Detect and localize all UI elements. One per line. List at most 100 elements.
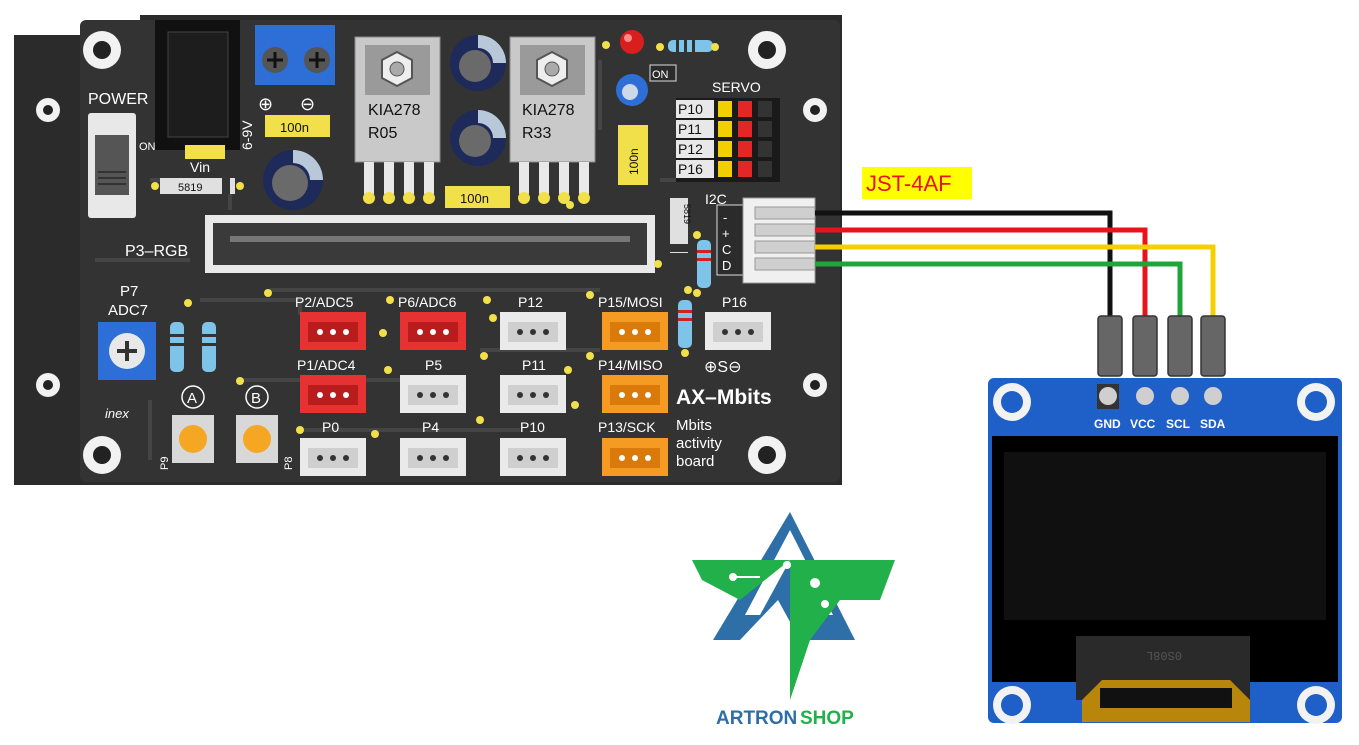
oled-pin-sda: SDA: [1200, 417, 1226, 431]
cap-100n-2: [445, 186, 510, 208]
port-p14: [602, 375, 668, 413]
svg-text:+: +: [722, 226, 730, 241]
board-brand-sub-2: activity: [676, 435, 722, 452]
cap-100n-1: [265, 115, 330, 137]
button-a-label: A: [187, 390, 197, 407]
svg-text:C: C: [722, 242, 731, 257]
regulator-r33: KIA278 R33: [509, 36, 596, 204]
svg-text:P11: P11: [678, 121, 702, 137]
port-p4: [400, 438, 466, 476]
regulator-r05: KIA278 R05: [354, 36, 441, 204]
port-p6-label: P6/ADC6: [398, 294, 457, 310]
power-led: [620, 30, 644, 54]
wire-gnd: [815, 210, 1113, 318]
switch-on-label: ON: [139, 141, 156, 153]
svg-text:100n: 100n: [280, 120, 309, 135]
svg-text:D: D: [722, 258, 731, 273]
servo-label: SERVO: [712, 79, 761, 95]
pot-adc-label: ADC7: [108, 302, 148, 319]
button-b-pin: P8: [283, 457, 295, 470]
resistor-led: [668, 40, 713, 52]
oled-pin-scl: SCL: [1166, 417, 1190, 431]
svg-text:5819: 5819: [682, 204, 692, 224]
port-p5: [400, 375, 466, 413]
i2c-connector: - + C D: [716, 197, 816, 284]
port-p10-label: P10: [520, 419, 545, 435]
svg-text:P12: P12: [678, 141, 703, 157]
port-p15: [602, 312, 668, 350]
oled-mount-holes: [993, 383, 1335, 724]
port-p12-label: P12: [518, 294, 543, 310]
oled-ribbon-text: 0S08L: [1146, 648, 1182, 662]
logo-mark-green-right: [790, 560, 895, 700]
button-a[interactable]: [172, 415, 214, 463]
servo-sign-label: ⊕S⊖: [704, 359, 741, 376]
cable-housings: [1097, 315, 1226, 377]
resistor-a: [170, 322, 184, 372]
voltage-label: 6-9V: [239, 120, 255, 150]
resistor-b: [202, 322, 216, 372]
svg-text:R33: R33: [522, 125, 551, 142]
electrolytic-cap-2: [450, 35, 506, 91]
board-brand-sub-1: Mbits: [676, 417, 712, 434]
cap-100n-3: [618, 125, 648, 185]
svg-text:KIA278: KIA278: [368, 102, 421, 119]
svg-text:-: -: [723, 210, 727, 225]
i2c-label: I2C: [705, 191, 727, 207]
inex-logo: inex: [105, 406, 129, 421]
button-b-label: B: [251, 390, 261, 407]
svg-text:R05: R05: [368, 125, 397, 142]
port-p12: [500, 312, 566, 350]
port-p5-label: P5: [425, 357, 442, 373]
port-p16-label: P16: [722, 294, 747, 310]
electrolytic-cap-3: [450, 110, 506, 166]
port-p4-label: P4: [422, 419, 439, 435]
ax-mbits-board: POWER ON Vin 6-9V ⊕ ⊖ 100n 5819: [14, 15, 842, 485]
port-p0: [300, 438, 366, 476]
resistor-i2c: [697, 240, 711, 288]
solder-points: [151, 41, 719, 438]
plus-terminal-label: ⊕: [258, 94, 273, 114]
diode-5819-2: [670, 198, 688, 253]
servo-pin-labels: P10 P11 P12 P16: [676, 100, 714, 178]
port-p11-label: P11: [522, 357, 546, 373]
oled-pin-gnd: GND: [1094, 417, 1121, 431]
mount-holes: [36, 31, 827, 474]
logo-mark-green-left: [692, 560, 790, 600]
port-p13: [602, 438, 668, 476]
svg-text:100n: 100n: [460, 191, 489, 206]
logo-text-artron: ARTRON: [716, 708, 797, 729]
artronshop-logo: ARTRON SHOP: [692, 512, 895, 729]
oled-display-area: [1004, 452, 1326, 620]
wire-sda: [815, 244, 1216, 318]
button-a-pin: P9: [159, 457, 171, 470]
port-p1-label: P1/ADC4: [297, 357, 356, 373]
cable-label: JST-4AF: [866, 171, 952, 196]
port-p6: [400, 312, 466, 350]
button-b[interactable]: [236, 415, 278, 463]
port-p0-label: P0: [322, 419, 339, 435]
diode-5819: [160, 178, 235, 194]
port-p15-label: P15/MOSI: [598, 294, 663, 310]
port-p2-label: P2/ADC5: [295, 294, 354, 310]
led-on-label: ON: [652, 69, 669, 81]
power-label: POWER: [88, 91, 148, 108]
wire-scl: [815, 261, 1183, 318]
oled-module: GND VCC SCL SDA 0S08L: [988, 378, 1342, 724]
pot-label: P7: [120, 283, 138, 300]
svg-text:100n: 100n: [627, 148, 641, 175]
logo-text-shop: SHOP: [800, 708, 854, 729]
svg-text:KIA278: KIA278: [522, 102, 575, 119]
port-p16: [705, 312, 771, 350]
svg-text:P10: P10: [678, 101, 703, 117]
servo-header: P10 P11 P12 P16: [676, 98, 780, 182]
jst-cable: JST-4AF: [815, 167, 1226, 377]
resistor-p16: [678, 300, 692, 348]
port-p2: [300, 312, 366, 350]
port-p10: [500, 438, 566, 476]
board-brand-title: AX–Mbits: [676, 386, 772, 409]
vin-label: Vin: [190, 159, 210, 175]
port-p1: [300, 375, 366, 413]
wire-vcc: [815, 227, 1148, 318]
